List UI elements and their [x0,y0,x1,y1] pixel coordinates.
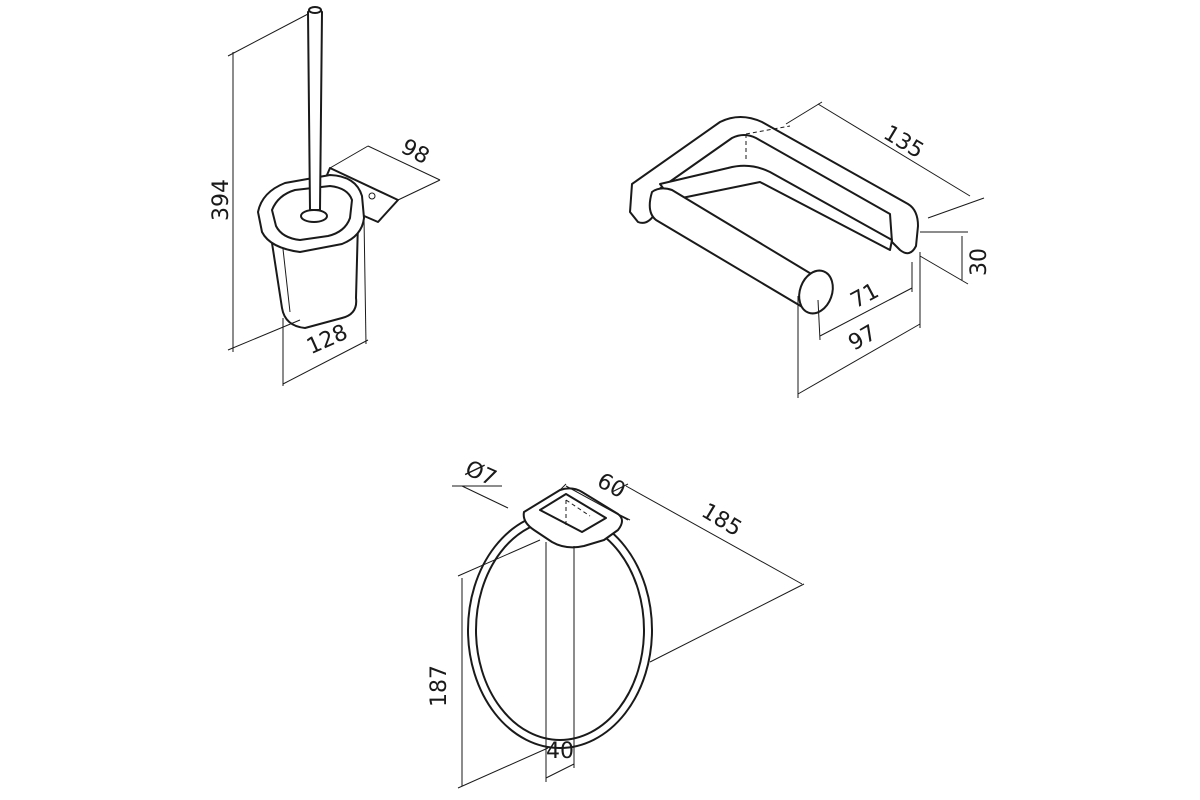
dim-30-label: 30 [967,248,992,276]
dim-135-label: 135 [879,121,928,164]
dim-98-label: 98 [397,135,433,170]
dim-71-label: 71 [847,279,883,314]
towel-ring: Ø7 60 185 187 40 [427,456,805,789]
dim-40-label: 40 [546,739,574,764]
dim-185-label: 185 [697,499,746,542]
dim-97-label: 97 [844,321,881,357]
toilet-paper-holder: 135 30 71 97 [629,101,992,398]
dim-187-label: 187 [427,665,452,707]
dim-394-label: 394 [209,179,234,221]
toilet-brush-holder: 394 98 128 [209,6,441,386]
dim-diameter-7-label: Ø7 [461,456,500,492]
